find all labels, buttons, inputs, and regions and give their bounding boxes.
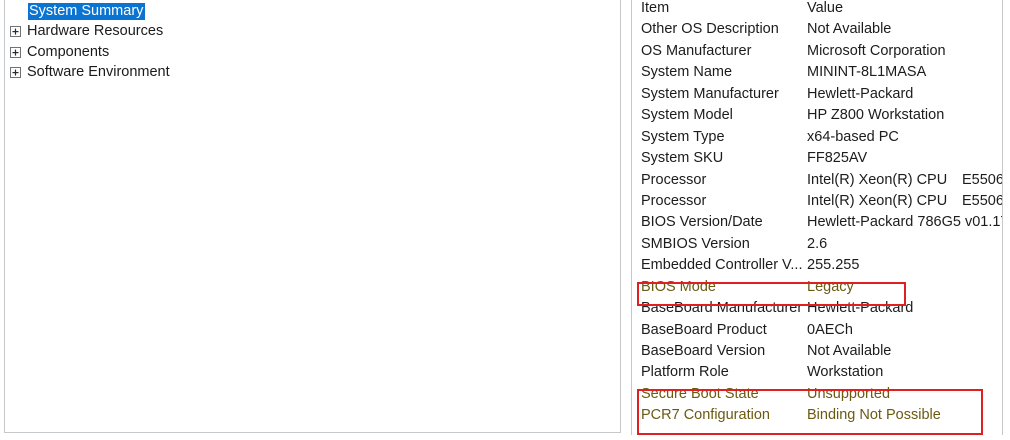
detail-item-name: System Model	[641, 107, 733, 124]
detail-row[interactable]: System Manufacturer Hewlett-Packard	[632, 84, 1002, 105]
sidebar-item-label: Software Environment	[27, 64, 170, 80]
detail-item-name: Secure Boot State	[641, 385, 759, 402]
detail-item-value: 0AECh	[807, 321, 853, 338]
detail-item-value-continued: E5506	[962, 171, 1003, 188]
detail-row[interactable]: PCR7 Configuration Binding Not Possible	[632, 405, 1002, 426]
detail-item-name: PCR7 Configuration	[641, 407, 770, 424]
sidebar-item-label: Components	[27, 43, 110, 60]
detail-row[interactable]: Embedded Controller V...255.255	[632, 255, 1002, 276]
detail-item-name: Embedded Controller V...	[641, 257, 803, 274]
detail-item-value: Workstation	[807, 364, 884, 381]
sidebar-item-software-environment[interactable]: Software Environment	[5, 63, 620, 84]
detail-item-name: Platform Role	[641, 364, 729, 381]
detail-item-name: BIOS Mode	[641, 278, 716, 295]
detail-item-name: BaseBoard Product	[641, 321, 767, 338]
detail-item-name: OS Manufacturer	[641, 42, 752, 59]
detail-row[interactable]: Processor Intel(R) Xeon(R) CPU E5506	[632, 170, 1003, 191]
detail-item-name: System Manufacturer	[641, 85, 779, 102]
detail-item-value: Intel(R) Xeon(R) CPU	[807, 192, 948, 209]
detail-row[interactable]: System Model HP Z800 Workstation	[632, 105, 1002, 126]
detail-item-value: Intel(R) Xeon(R) CPU	[807, 171, 948, 188]
plus-box-icon[interactable]	[10, 46, 21, 58]
sidebar-item-label: Hardware Resources	[27, 23, 164, 39]
detail-row[interactable]: System SKU FF825AV	[632, 148, 1002, 169]
detail-item-value: 2.6	[807, 235, 828, 252]
detail-item-value: Hewlett-Packard	[807, 300, 914, 317]
detail-item-name: SMBIOS Version	[641, 235, 750, 252]
column-header-value: Value	[807, 0, 844, 16]
detail-item-value: 255.255	[807, 257, 860, 274]
detail-row[interactable]: BaseBoard Product 0AECh	[632, 320, 1002, 341]
detail-row[interactable]: OS Manufacturer Microsoft Corporation	[632, 41, 1002, 62]
detail-item-value: Legacy	[807, 278, 854, 295]
sidebar-item-components[interactable]: Components	[5, 42, 620, 63]
detail-item-value: Hewlett-Packard	[807, 85, 914, 102]
plus-box-icon[interactable]	[10, 26, 21, 38]
detail-row[interactable]: Processor Intel(R) Xeon(R) CPU E5506	[632, 191, 1003, 212]
detail-item-value: Not Available	[807, 343, 892, 359]
detail-item-name: BaseBoard Version	[641, 343, 766, 359]
plus-box-icon[interactable]	[10, 67, 21, 79]
detail-row[interactable]: System Type x64-based PC	[632, 127, 1002, 148]
detail-item-name: System SKU	[641, 150, 724, 167]
detail-row[interactable]: System Name MININT-8L1MASA	[632, 62, 1002, 83]
detail-row[interactable]: BaseBoard Version Not Available	[632, 341, 1002, 362]
detail-item-value: MININT-8L1MASA	[807, 64, 927, 81]
detail-item-value: Binding Not Possible	[807, 407, 941, 424]
detail-item-value: HP Z800 Workstation	[807, 107, 945, 124]
detail-item-name: BaseBoard Manufacturer	[641, 300, 803, 317]
detail-row[interactable]: SMBIOS Version 2.6	[632, 234, 1002, 255]
detail-item-value-continued: E5506	[962, 192, 1003, 209]
detail-item-value: x64-based PC	[807, 128, 899, 145]
detail-item-name: BIOS Version/Date	[641, 214, 763, 231]
sidebar-item-label: System Summary	[28, 2, 146, 20]
detail-item-name: System Type	[641, 128, 725, 145]
detail-item-value: Not Available	[807, 21, 892, 38]
detail-row[interactable]: Other OS Description Not Available	[632, 19, 1002, 40]
detail-row[interactable]: Secure Boot State Unsupported	[632, 384, 1002, 405]
detail-column-header-row: Item Value	[632, 0, 1002, 19]
detail-item-name: Processor	[641, 192, 707, 209]
detail-item-name: Processor	[641, 171, 707, 188]
column-header-item: Item	[641, 0, 670, 16]
detail-item-value: Hewlett-Packard 786G5 v01.17, 8/	[807, 214, 1002, 231]
sidebar-item-hardware-resources[interactable]: Hardware Resources	[5, 22, 620, 43]
sidebar-item-system-summary[interactable]: System Summary	[5, 1, 620, 22]
detail-row[interactable]: BIOS Mode Legacy	[632, 277, 1002, 298]
detail-item-value: Microsoft Corporation	[807, 42, 946, 59]
detail-row[interactable]: BIOS Version/Date Hewlett-Packard 786G5 v…	[632, 212, 1002, 233]
detail-row[interactable]: Platform Role Workstation	[632, 362, 1002, 383]
detail-item-value: FF825AV	[807, 150, 868, 167]
detail-item-value: Unsupported	[807, 385, 891, 402]
detail-item-name: Other OS Description	[641, 21, 779, 38]
detail-item-name: System Name	[641, 64, 733, 81]
